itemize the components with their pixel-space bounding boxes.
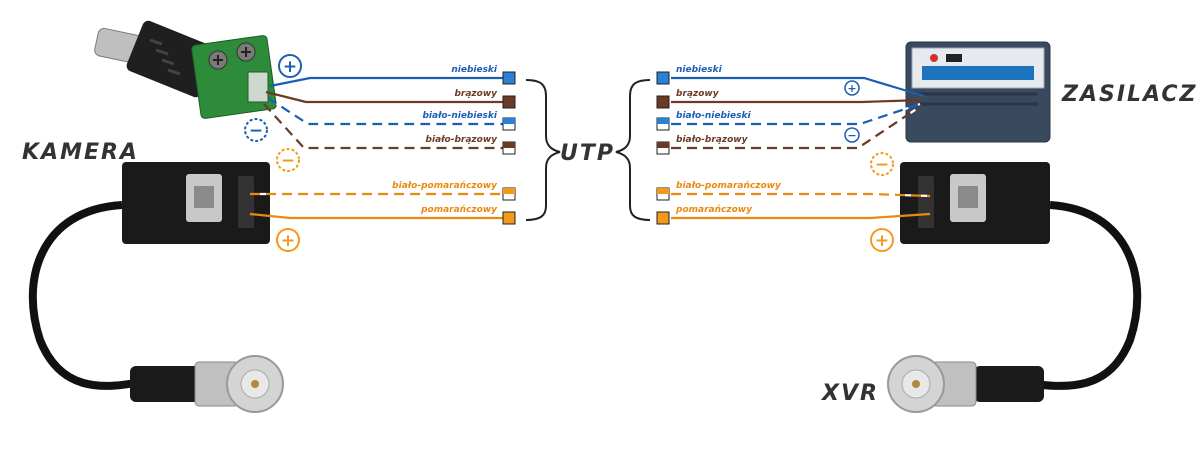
- right-wire-stripe: [671, 192, 931, 198]
- left-wire: [267, 97, 504, 126]
- left-wire-label: pomarańczowy: [420, 205, 498, 215]
- minus-sign-power: −: [844, 127, 860, 143]
- camera-video-balun: [28, 162, 284, 413]
- right-wire-label: biało-niebieski: [676, 111, 751, 121]
- minus-sign-xvr-balun: −: [870, 152, 894, 176]
- dc-plug-adapter: [94, 20, 277, 119]
- right-wire: [671, 102, 921, 126]
- minus-sign-camera-top: −: [244, 118, 268, 142]
- svg-text:+: +: [281, 231, 295, 251]
- camera-label: KAMERA: [22, 140, 139, 165]
- plus-sign-camera-top: +: [278, 54, 302, 78]
- left-wire: [249, 212, 504, 220]
- plus-sign-camera-balun: +: [276, 228, 300, 252]
- right-wire: [671, 212, 931, 220]
- utp-brace-right: [615, 79, 651, 221]
- right-color-box: [656, 95, 670, 109]
- left-wire-label: biało-brązowy: [426, 135, 499, 145]
- svg-text:+: +: [283, 57, 297, 77]
- right-wire: [671, 98, 923, 104]
- plus-sign-xvr-balun: +: [870, 228, 894, 252]
- left-color-box-half: [503, 118, 515, 124]
- utp-brace-left: [525, 79, 561, 221]
- svg-text:+: +: [875, 231, 889, 251]
- power-supply-label: ZASILACZ: [1061, 82, 1197, 107]
- left-wire-label: brązowy: [454, 89, 498, 99]
- left-wire: [263, 103, 504, 150]
- left-wire: [265, 90, 504, 104]
- left-wire: [269, 76, 504, 88]
- right-wire-label: niebieski: [676, 65, 723, 75]
- left-color-box-half: [503, 142, 515, 148]
- left-wire-label: biało-pomarańczowy: [392, 181, 498, 191]
- right-color-box-half: [657, 188, 669, 194]
- right-wire-label: pomarańczowy: [675, 205, 753, 215]
- svg-text:−: −: [249, 121, 263, 141]
- xvr-video-balun: [887, 162, 1142, 413]
- left-wire-stripe: [263, 103, 504, 150]
- right-color-box-half: [657, 142, 669, 148]
- right-color-box-half: [657, 118, 669, 124]
- left-color-box: [502, 71, 516, 85]
- right-wire-stripe: [671, 102, 921, 126]
- svg-text:−: −: [847, 129, 856, 142]
- left-color-box: [502, 211, 516, 225]
- right-wire-label: brązowy: [676, 89, 720, 99]
- right-wire-label: biało-brązowy: [676, 135, 749, 145]
- xvr-label: XVR: [820, 381, 879, 406]
- power-supply-unit: [905, 41, 1051, 143]
- left-wire-stripe: [267, 97, 504, 126]
- left-color-box-half: [503, 188, 515, 194]
- left-wire-group: niebieski brązowy biało-niebieski biało-brą…: [249, 65, 516, 225]
- right-color-box: [656, 71, 670, 85]
- svg-text:−: −: [875, 155, 889, 175]
- left-color-box: [502, 95, 516, 109]
- plus-sign-power: +: [844, 80, 860, 96]
- svg-text:−: −: [281, 151, 295, 171]
- right-wire-label: biało-pomarańczowy: [676, 181, 782, 191]
- utp-label: UTP: [560, 141, 615, 166]
- right-color-box: [656, 211, 670, 225]
- right-wire-group: niebieski brązowy biało-niebieski biało-brą…: [656, 65, 931, 225]
- minus-sign-camera-balun: −: [276, 148, 300, 172]
- right-wire-stripe: [671, 107, 919, 150]
- right-wire: [671, 192, 931, 198]
- left-wire-label: niebieski: [451, 65, 498, 75]
- left-wire-label: biało-niebieski: [422, 111, 497, 121]
- right-wire: [671, 76, 925, 98]
- svg-text:+: +: [847, 82, 856, 95]
